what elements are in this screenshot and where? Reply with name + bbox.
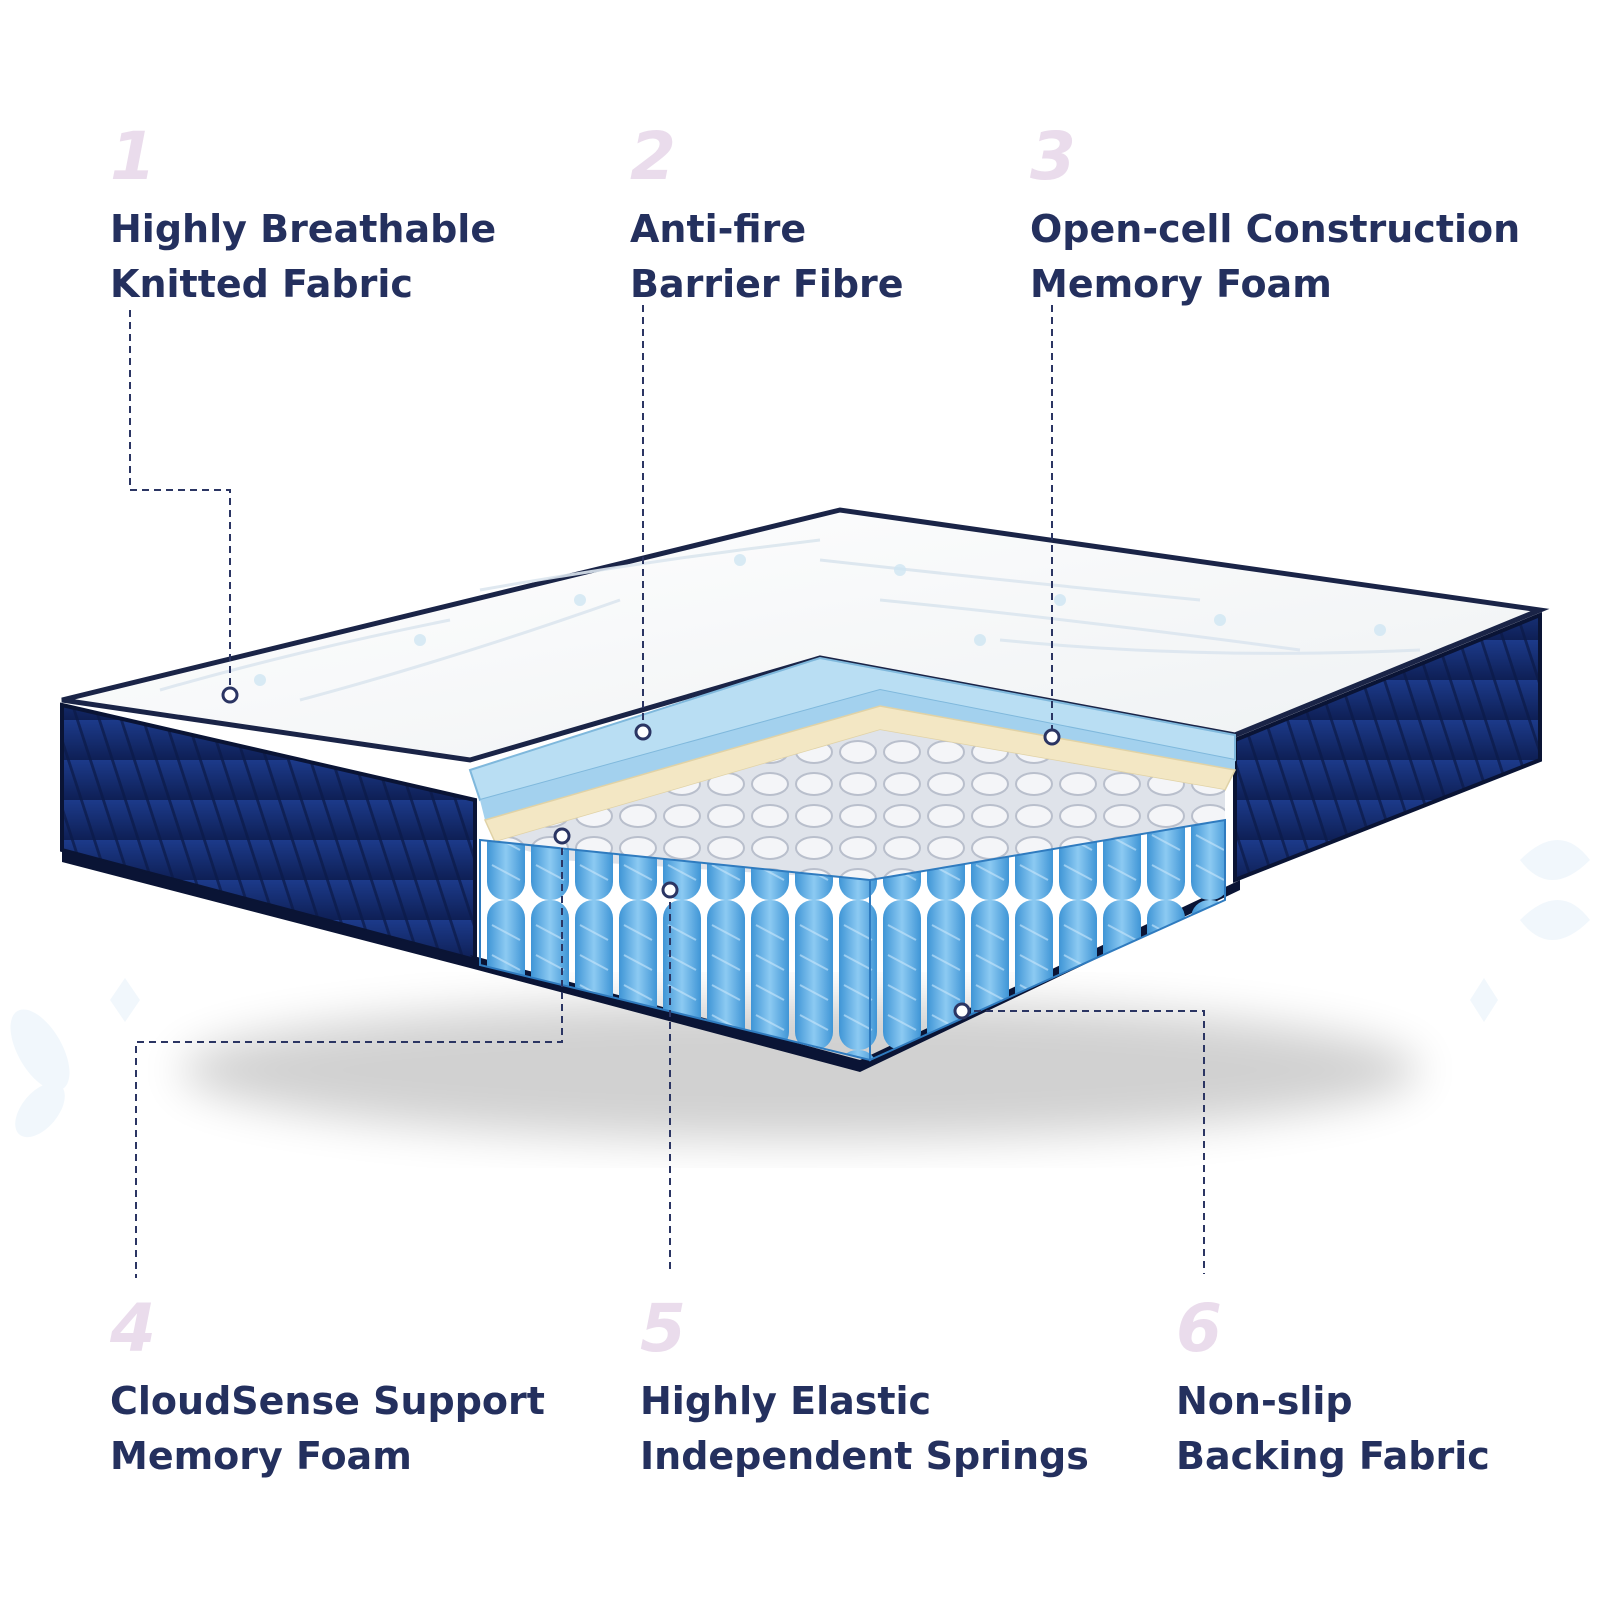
callout-title-line: Highly Elastic xyxy=(640,1379,932,1423)
callout-2: 2 Anti-fire Barrier Fibre xyxy=(630,124,904,312)
callout-number: 4 xyxy=(110,1290,156,1367)
marker-dot-2 xyxy=(634,723,652,741)
callout-title-line: Barrier Fibre xyxy=(630,262,904,306)
callout-title-line: Memory Foam xyxy=(110,1434,412,1478)
callout-number: 1 xyxy=(110,118,156,195)
callout-6: 6 Non-slip Backing Fabric xyxy=(1176,1296,1490,1484)
marker-dot-3 xyxy=(1043,728,1061,746)
callout-title-line: Non-slip xyxy=(1176,1379,1353,1423)
callout-title-line: CloudSense Support xyxy=(110,1379,545,1423)
callout-number: 3 xyxy=(1030,118,1076,195)
leader-line-4 xyxy=(135,836,563,1278)
marker-dot-6 xyxy=(953,1002,971,1020)
callout-title-line: Anti-fire xyxy=(630,207,807,251)
callout-3: 3 Open-cell Construction Memory Foam xyxy=(1030,124,1520,312)
callout-title-line: Memory Foam xyxy=(1030,262,1332,306)
callout-title-line: Knitted Fabric xyxy=(110,262,413,306)
marker-dot-5 xyxy=(661,881,679,899)
leader-line-6 xyxy=(962,1010,1205,1274)
callout-1: 1 Highly Breathable Knitted Fabric xyxy=(110,124,496,312)
callout-number: 2 xyxy=(630,118,676,195)
marker-dot-4 xyxy=(553,827,571,845)
callout-5: 5 Highly Elastic Independent Springs xyxy=(640,1296,1089,1484)
callout-number: 5 xyxy=(640,1290,686,1367)
leader-line-1 xyxy=(129,310,231,695)
callout-4: 4 CloudSense Support Memory Foam xyxy=(110,1296,545,1484)
callout-title-line: Backing Fabric xyxy=(1176,1434,1490,1478)
decorative-leaf-icons xyxy=(10,840,1590,1138)
marker-dot-1 xyxy=(221,686,239,704)
callout-title-line: Open-cell Construction xyxy=(1030,207,1521,251)
callout-title-line: Highly Breathable xyxy=(110,207,497,251)
callout-number: 6 xyxy=(1176,1290,1222,1367)
callout-title-line: Independent Springs xyxy=(640,1434,1089,1478)
